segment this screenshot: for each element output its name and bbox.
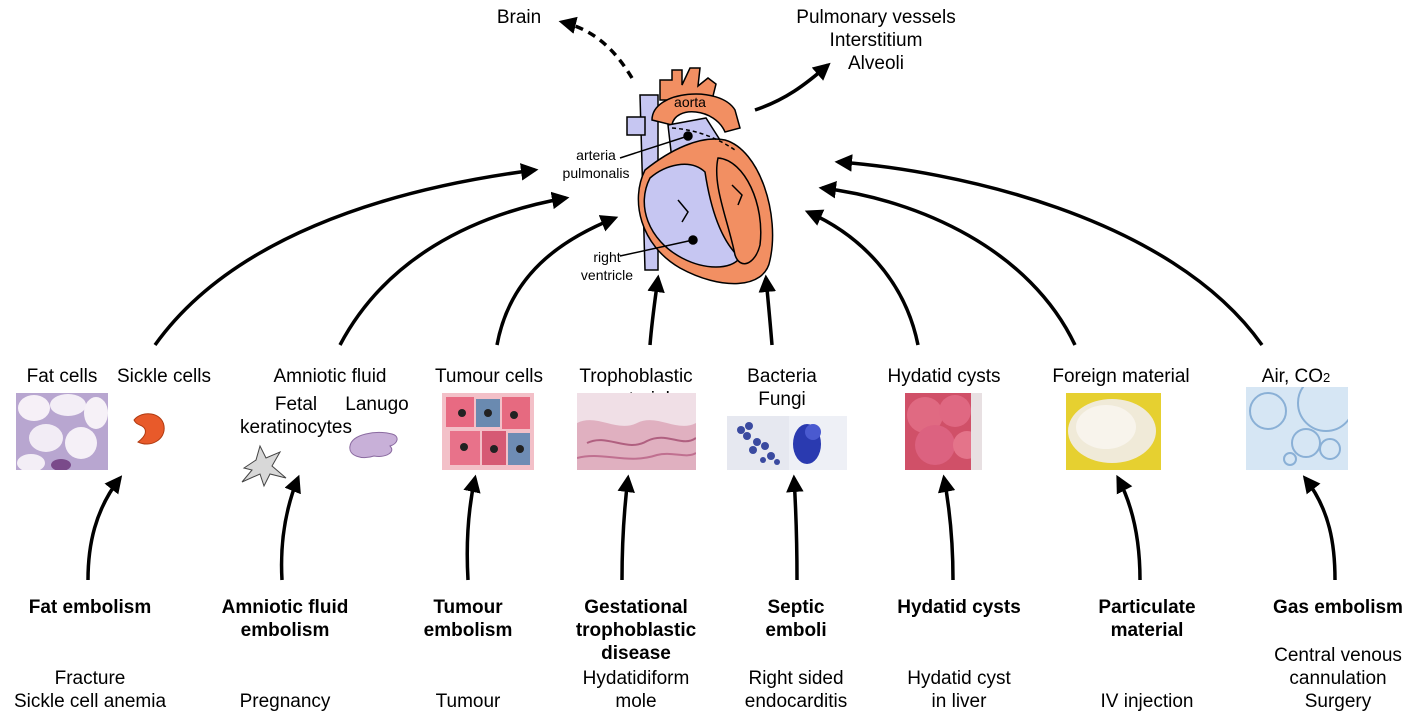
arrow-gestational-up <box>617 474 635 581</box>
cause-endocarditis: endocarditis <box>744 691 848 712</box>
septic-emboli-line1: Septic <box>767 597 825 618</box>
hydatid-cyst-micrograph-icon <box>905 393 982 470</box>
arteria-label-line2: pulmonalis <box>562 165 630 181</box>
brain-label: Brain <box>496 7 542 28</box>
cause-iv-injection: IV injection <box>1100 691 1194 712</box>
pulmonary-vessels-label: Pulmonary vessels <box>796 7 956 28</box>
fat-embolism-label: Fat embolism <box>28 597 152 618</box>
arrow-tumour-up <box>463 474 481 581</box>
particulate-line1: Particulate <box>1098 597 1196 618</box>
cause-pregnancy: Pregnancy <box>239 691 331 712</box>
septic-emboli-line2: emboli <box>765 620 827 641</box>
interstitium-label: Interstitium <box>829 30 923 51</box>
arrow-hydatid-to-heart <box>804 209 920 346</box>
foreign-material-label: Foreign material <box>1052 366 1190 387</box>
arrow-foreign-to-heart <box>818 181 1077 346</box>
arrow-fat-to-heart <box>153 163 539 347</box>
cause-mole: mole <box>615 691 657 712</box>
gestational-line1: Gestational <box>584 597 688 618</box>
arteria-label-line1: arteria <box>576 147 616 163</box>
fungi-label: Fungi <box>758 389 806 410</box>
cause-hydatidiform: Hydatidiform <box>582 668 690 689</box>
cause-hydatid-cyst: Hydatid cyst <box>907 668 1011 689</box>
arrow-to-brain <box>558 16 634 79</box>
tumour-embolism-line1: Tumour <box>433 597 503 618</box>
sickle-cell-icon <box>133 413 165 445</box>
particulate-line2: material <box>1110 620 1184 641</box>
fat-cells-label: Fat cells <box>26 366 98 387</box>
air-co2-label: Air, CO2 <box>1261 366 1331 387</box>
cause-tumour: Tumour <box>435 691 501 712</box>
lanugo-icon <box>349 432 398 459</box>
cause-cannulation: cannulation <box>1289 668 1387 689</box>
arrow-fat-embolism-up <box>86 475 123 581</box>
alveoli-label: Alveoli <box>848 53 904 74</box>
amniotic-fluid-label: Amniotic fluid <box>273 366 387 387</box>
keratinocytes-label: keratinocytes <box>240 417 352 438</box>
hydatid-cysts-material-label: Hydatid cysts <box>887 366 1001 387</box>
arrow-amniotic-to-heart <box>338 191 570 346</box>
cause-sickle-cell-anemia: Sickle cell anemia <box>13 691 167 712</box>
arrow-trophoblast-to-heart <box>647 274 665 346</box>
tumour-cells-micrograph-icon <box>442 393 534 470</box>
arrow-gas-up <box>1302 475 1337 581</box>
arrow-septic-up <box>786 474 804 581</box>
fetal-label: Fetal <box>274 394 318 415</box>
arrow-septic-to-heart <box>758 274 776 346</box>
lanugo-label: Lanugo <box>345 394 409 415</box>
tumour-cells-label: Tumour cells <box>434 366 544 387</box>
tumour-embolism-line2: embolism <box>423 620 513 641</box>
sickle-cells-label: Sickle cells <box>117 366 211 387</box>
amniotic-embolism-line1: Amniotic fluid <box>221 597 349 618</box>
cause-fracture: Fracture <box>54 668 126 689</box>
bacteria-label: Bacteria <box>747 366 817 387</box>
fungi-micrograph-icon <box>789 416 847 470</box>
gestational-line2: trophoblastic <box>575 620 697 641</box>
hydatid-cysts-disease-label: Hydatid cysts <box>897 597 1021 618</box>
arrow-to-lung <box>754 62 831 112</box>
heart-illustration <box>619 67 774 285</box>
cause-right-sided: Right sided <box>748 668 844 689</box>
cause-in-liver: in liver <box>931 691 987 712</box>
gas-embolism-label: Gas embolism <box>1273 597 1403 618</box>
arrow-gas-to-heart <box>834 154 1264 347</box>
cause-surgery: Surgery <box>1304 691 1372 712</box>
arrow-particulate-up <box>1116 474 1142 581</box>
arrow-amniotic-up <box>279 474 301 581</box>
arrow-tumour-to-heart <box>495 215 619 346</box>
bacteria-micrograph-icon <box>727 416 789 470</box>
fat-cells-micrograph-icon <box>16 393 108 470</box>
keratinocyte-icon <box>241 444 287 488</box>
gestational-line3: disease <box>601 643 671 664</box>
trophoblastic-label-line1: Trophoblastic <box>579 366 693 387</box>
ventricle-label-line2: ventricle <box>580 267 634 283</box>
arrow-hydatid-up <box>937 474 956 581</box>
gas-bubbles-micrograph-icon <box>1246 387 1348 470</box>
foreign-material-micrograph-icon <box>1066 393 1161 470</box>
cause-central-venous: Central venous <box>1274 645 1402 666</box>
amniotic-embolism-line2: embolism <box>240 620 330 641</box>
trophoblastic-micrograph-icon <box>577 393 696 470</box>
ventricle-label-line1: right <box>593 249 621 265</box>
aorta-label: aorta <box>674 94 706 110</box>
